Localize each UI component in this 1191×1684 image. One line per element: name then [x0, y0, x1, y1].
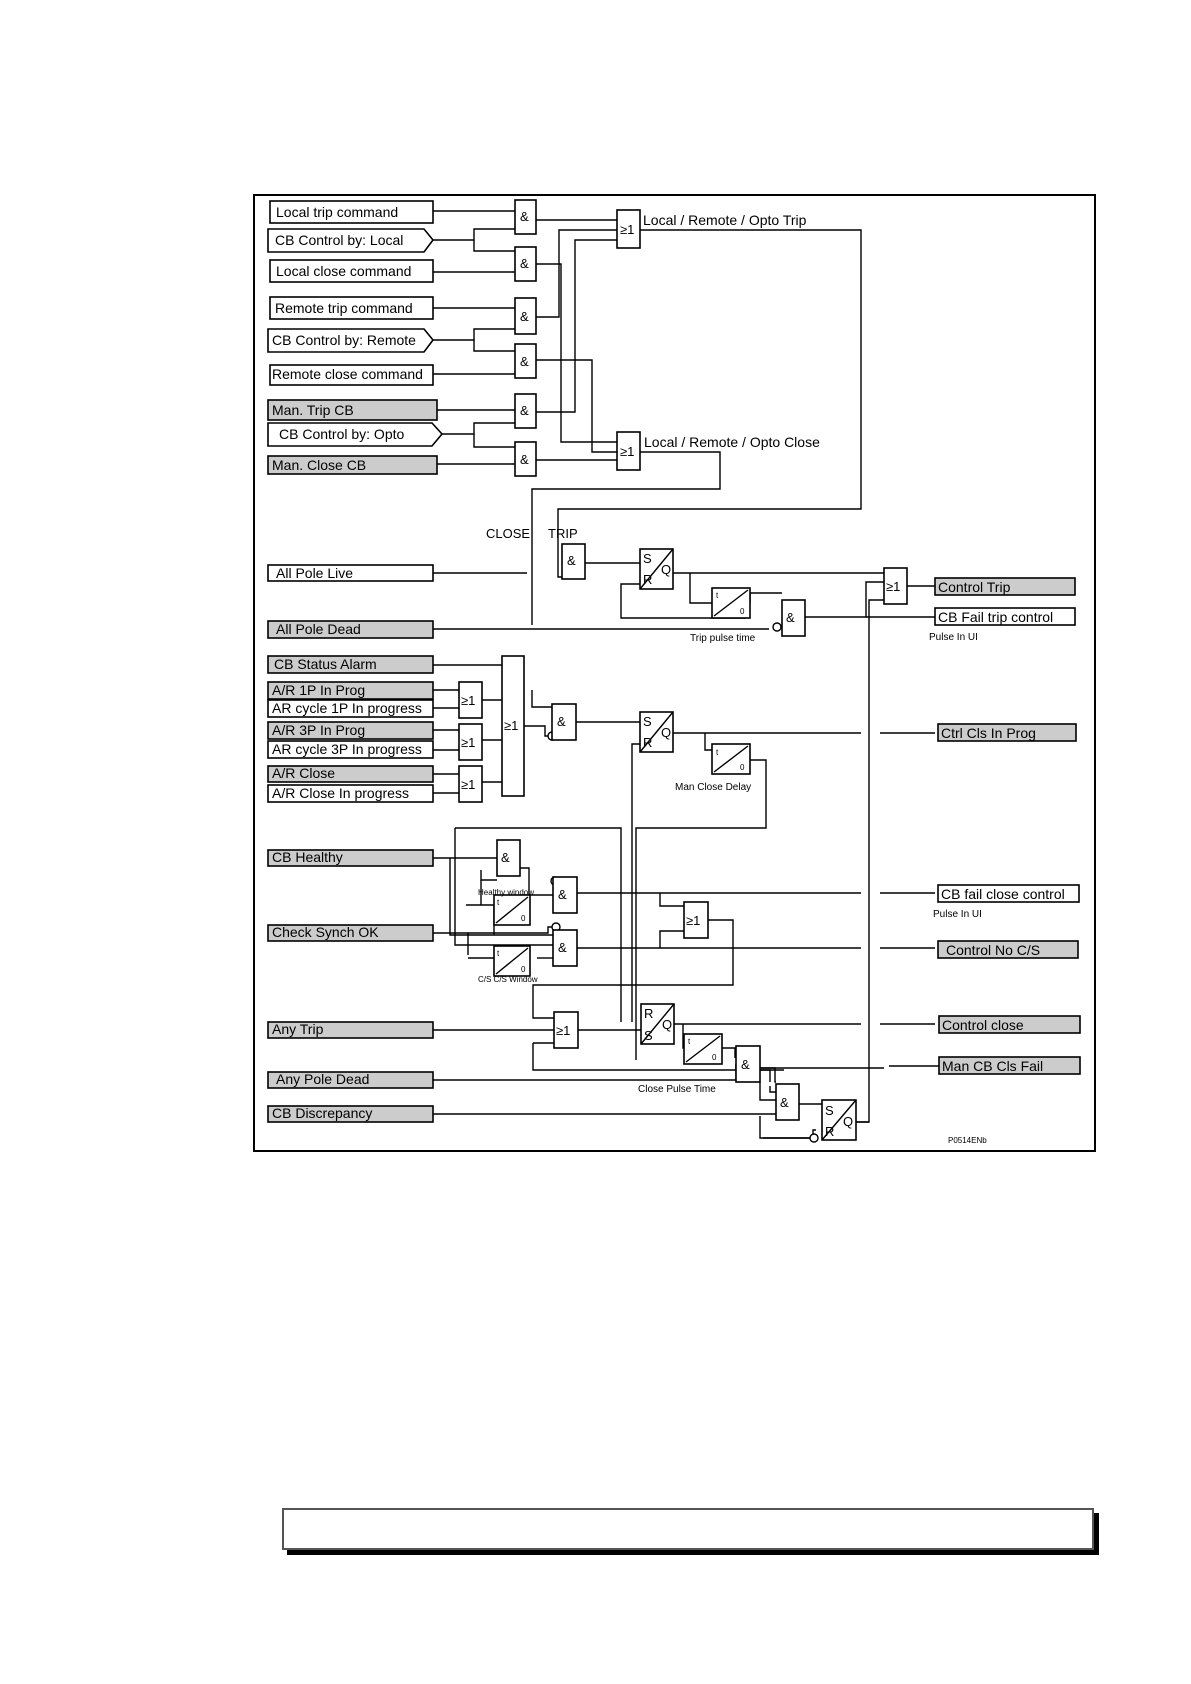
- sr-discrepancy-s: S: [825, 1103, 834, 1118]
- close-pulse-timer-zero: 0: [712, 1053, 717, 1062]
- output-cb-fail-trip-control: CB Fail trip control: [938, 609, 1053, 625]
- output-man-cb-cls-fail: Man CB Cls Fail: [942, 1058, 1043, 1074]
- signal-trip: TRIP: [548, 526, 578, 541]
- input-remote-close-command: Remote close command: [272, 366, 423, 382]
- or-gate-fail: ≥1: [686, 913, 700, 928]
- input-ar-close: A/R Close: [272, 765, 335, 781]
- output-control-close: Control close: [942, 1017, 1024, 1033]
- or-gate-close: ≥1: [620, 444, 634, 459]
- label-healthy-window: Healthy window: [478, 888, 534, 897]
- or-gate-any-trip: ≥1: [556, 1023, 570, 1038]
- cs-window-timer-t: t: [497, 949, 500, 958]
- output-control-no-cs: Control No C/S: [946, 942, 1040, 958]
- healthy-window-timer-t: t: [497, 898, 500, 907]
- or-gate-close-block: ≥1: [504, 718, 518, 733]
- diagram-frame: [253, 194, 1096, 1152]
- and-gate-close: &: [557, 714, 566, 729]
- and-gate-man-cls-fail: &: [741, 1057, 750, 1072]
- caption-bar: [282, 1508, 1094, 1550]
- label-trip-pulse-time: Trip pulse time: [690, 633, 756, 644]
- output-cb-fail-close-control: CB fail close control: [941, 886, 1065, 902]
- label-cs-window: C/S C/S Window: [478, 975, 538, 984]
- input-local-close-command: Local close command: [276, 263, 411, 279]
- sr-trip-s: S: [643, 551, 652, 566]
- input-any-trip: Any Trip: [272, 1021, 324, 1037]
- output-control-trip: Control Trip: [938, 579, 1011, 595]
- and-gate-opto-close: &: [520, 452, 529, 467]
- output-pulse-in-ui-2: Pulse In UI: [933, 909, 982, 920]
- and-gate-trip-live: &: [567, 553, 576, 568]
- or-gate-ar-3p: ≥1: [461, 735, 475, 750]
- signal-close: CLOSE: [486, 526, 530, 541]
- sr-close-q: Q: [661, 725, 671, 740]
- input-cb-control-local: CB Control by: Local: [275, 232, 403, 248]
- input-ar-3p-in-prog: A/R 3P In Prog: [272, 722, 365, 738]
- and-gate-trip-pulse: &: [786, 610, 795, 625]
- trip-timer-zero: 0: [740, 607, 745, 616]
- close-delay-timer-t: t: [716, 748, 719, 757]
- sr-close2-r: R: [644, 1006, 653, 1021]
- input-cb-healthy: CB Healthy: [272, 849, 343, 865]
- and-gate-local-trip: &: [520, 209, 529, 224]
- and-gate-no-cs: &: [558, 940, 567, 955]
- input-man-close-cb: Man. Close CB: [272, 457, 366, 473]
- input-cb-control-opto: CB Control by: Opto: [279, 426, 404, 442]
- input-ar-1p-in-prog: A/R 1P In Prog: [272, 682, 365, 698]
- input-check-synch-ok: Check Synch OK: [272, 924, 379, 940]
- signal-labels: Local / Remote / Opto Trip Local / Remot…: [478, 212, 987, 1145]
- input-all-pole-live: All Pole Live: [276, 565, 353, 581]
- input-remote-trip-command: Remote trip command: [275, 300, 413, 316]
- or-gate-trip: ≥1: [620, 222, 634, 237]
- label-man-close-delay: Man Close Delay: [675, 782, 751, 793]
- and-gate-cb-fail-close: &: [558, 887, 567, 902]
- and-gate-healthy: &: [501, 850, 510, 865]
- input-man-trip-cb: Man. Trip CB: [272, 402, 354, 418]
- healthy-window-timer-zero: 0: [521, 914, 526, 923]
- and-gate-remote-close: &: [520, 354, 529, 369]
- input-cb-control-remote: CB Control by: Remote: [272, 332, 416, 348]
- and-gate-local-close: &: [520, 256, 529, 271]
- figure-reference: P0514ENb: [948, 1136, 987, 1145]
- input-local-trip-command: Local trip command: [276, 204, 398, 220]
- and-gate-opto-trip: &: [520, 403, 529, 418]
- or-gate-control-trip: ≥1: [886, 579, 900, 594]
- cs-window-timer-zero: 0: [521, 965, 526, 974]
- input-ar-close-in-progress: A/R Close In progress: [272, 785, 409, 801]
- input-cb-status-alarm: CB Status Alarm: [274, 656, 377, 672]
- input-labels: Local trip command CB Control by: Local …: [272, 204, 423, 1121]
- or-gate-ar-close: ≥1: [461, 777, 475, 792]
- logic-gates: & & & & & & ≥1 ≥1 & S R Q t 0 & ≥1 ≥1 ≥1…: [458, 199, 908, 1141]
- and-gate-remote-trip: &: [520, 309, 529, 324]
- sr-discrepancy-q: Q: [843, 1114, 853, 1129]
- input-ar-cycle-1p: AR cycle 1P In progress: [272, 700, 422, 716]
- signal-local-remote-opto-close: Local / Remote / Opto Close: [644, 434, 820, 450]
- input-all-pole-dead: All Pole Dead: [276, 621, 361, 637]
- close-pulse-timer-t: t: [688, 1037, 691, 1046]
- or-gate-ar-1p: ≥1: [461, 693, 475, 708]
- trip-timer-t: t: [716, 591, 719, 600]
- and-gate-discrepancy: &: [780, 1095, 789, 1110]
- sr-close-s: S: [643, 714, 652, 729]
- close-delay-timer-zero: 0: [740, 763, 745, 772]
- sr-trip-q: Q: [661, 562, 671, 577]
- output-signals: Control Trip CB Fail trip control Pulse …: [929, 577, 1081, 1075]
- wires: [427, 210, 939, 1143]
- input-signals: [267, 200, 444, 1123]
- input-cb-discrepancy: CB Discrepancy: [272, 1105, 372, 1121]
- sr-close2-q: Q: [662, 1017, 672, 1032]
- output-ctrl-cls-in-prog: Ctrl Cls In Prog: [941, 725, 1036, 741]
- input-ar-cycle-3p: AR cycle 3P In progress: [272, 741, 422, 757]
- label-close-pulse-time: Close Pulse Time: [638, 1084, 716, 1095]
- input-any-pole-dead: Any Pole Dead: [276, 1071, 369, 1087]
- output-pulse-in-ui-1: Pulse In UI: [929, 632, 978, 643]
- signal-local-remote-opto-trip: Local / Remote / Opto Trip: [643, 212, 807, 228]
